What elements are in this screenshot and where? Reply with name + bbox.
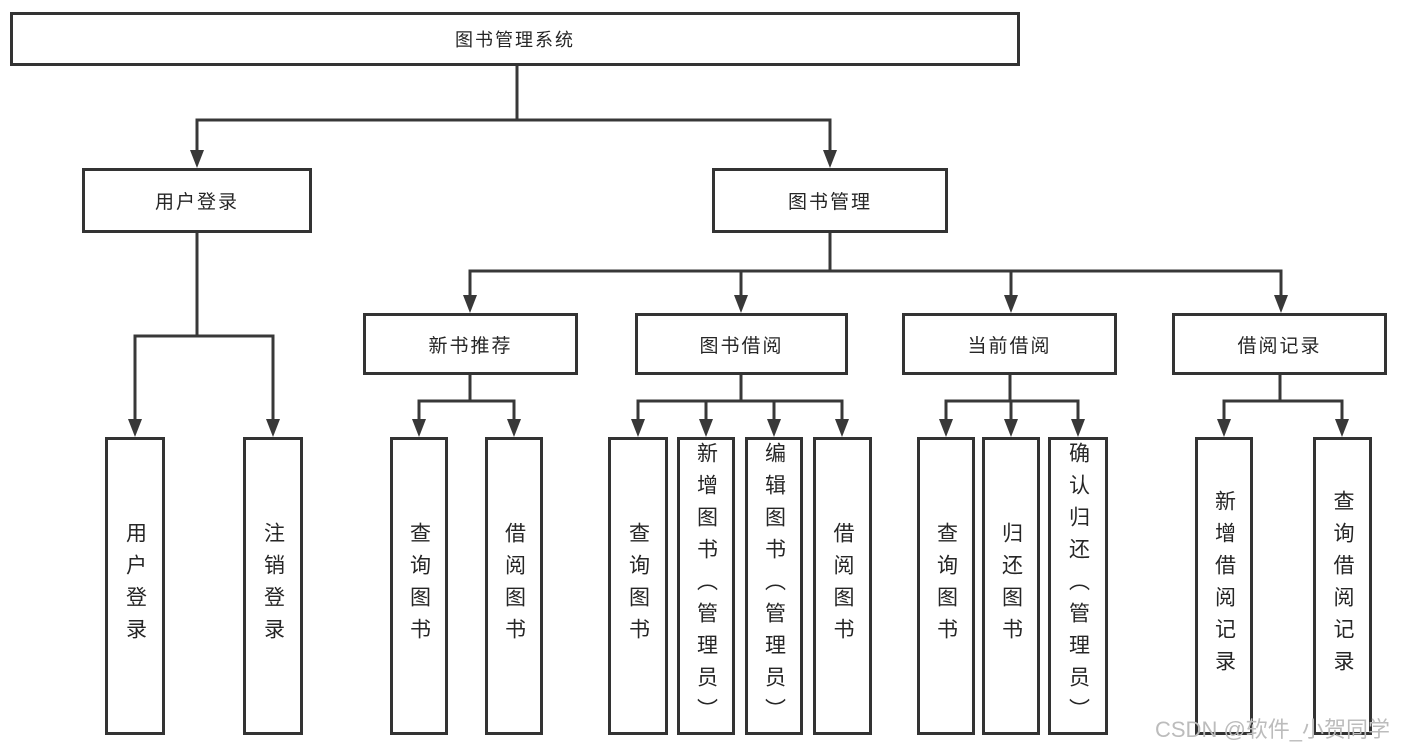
leaf-query-books-current-label: 查询图书	[934, 522, 958, 650]
leaf-add-books-admin-label: 新增图书（管理员）	[694, 442, 718, 730]
csdn-watermark: CSDN @软件_小贺同学	[1155, 717, 1391, 742]
leaf-user-login-label: 用户登录	[123, 522, 147, 650]
node-root-system: 图书管理系统	[10, 12, 1020, 66]
leaf-add-borrow-record-label: 新增借阅记录	[1212, 490, 1236, 682]
leaf-borrow-books-recommend: 借阅图书	[485, 437, 543, 735]
node-user-login-label: 用户登录	[154, 192, 239, 213]
node-borrow-records: 借阅记录	[1172, 313, 1387, 375]
node-borrow-records-label: 借阅记录	[1237, 335, 1322, 357]
leaf-confirm-return-admin-label: 确认归还（管理员）	[1066, 442, 1090, 730]
leaf-logout-label: 注销登录	[261, 522, 285, 650]
leaf-edit-books-admin-label: 编辑图书（管理员）	[762, 442, 786, 730]
node-book-management: 图书管理	[712, 168, 948, 233]
leaf-return-books: 归还图书	[982, 437, 1040, 735]
leaf-edit-books-admin: 编辑图书（管理员）	[745, 437, 803, 735]
leaf-query-books-borrow-label: 查询图书	[626, 522, 650, 650]
leaf-add-books-admin: 新增图书（管理员）	[677, 437, 735, 735]
leaf-query-books-recommend: 查询图书	[390, 437, 448, 735]
leaf-query-books-recommend-label: 查询图书	[407, 522, 431, 650]
node-new-book-recommend-label: 新书推荐	[428, 335, 513, 357]
leaf-confirm-return-admin: 确认归还（管理员）	[1048, 437, 1108, 735]
node-new-book-recommend: 新书推荐	[363, 313, 578, 375]
node-book-borrow: 图书借阅	[635, 313, 848, 375]
node-book-borrow-label: 图书借阅	[699, 335, 784, 357]
node-current-borrow: 当前借阅	[902, 313, 1117, 375]
leaf-logout: 注销登录	[243, 437, 303, 735]
leaf-add-borrow-record: 新增借阅记录	[1195, 437, 1253, 735]
leaf-query-books-current: 查询图书	[917, 437, 975, 735]
leaf-query-borrow-record: 查询借阅记录	[1313, 437, 1372, 735]
node-current-borrow-label: 当前借阅	[967, 335, 1052, 357]
node-book-management-label: 图书管理	[787, 192, 872, 213]
node-root-label: 图书管理系统	[455, 30, 575, 50]
leaf-query-books-borrow: 查询图书	[608, 437, 668, 735]
connector-segments	[133, 64, 1344, 422]
leaf-user-login: 用户登录	[105, 437, 165, 735]
leaf-borrow-books-label: 借阅图书	[831, 522, 854, 650]
leaf-query-borrow-record-label: 查询借阅记录	[1331, 490, 1354, 682]
leaf-return-books-label: 归还图书	[999, 522, 1023, 650]
node-user-login: 用户登录	[82, 168, 312, 233]
leaf-borrow-books: 借阅图书	[813, 437, 872, 735]
arrowhead-icons	[128, 150, 1349, 437]
leaf-borrow-books-recommend-label: 借阅图书	[502, 522, 526, 650]
